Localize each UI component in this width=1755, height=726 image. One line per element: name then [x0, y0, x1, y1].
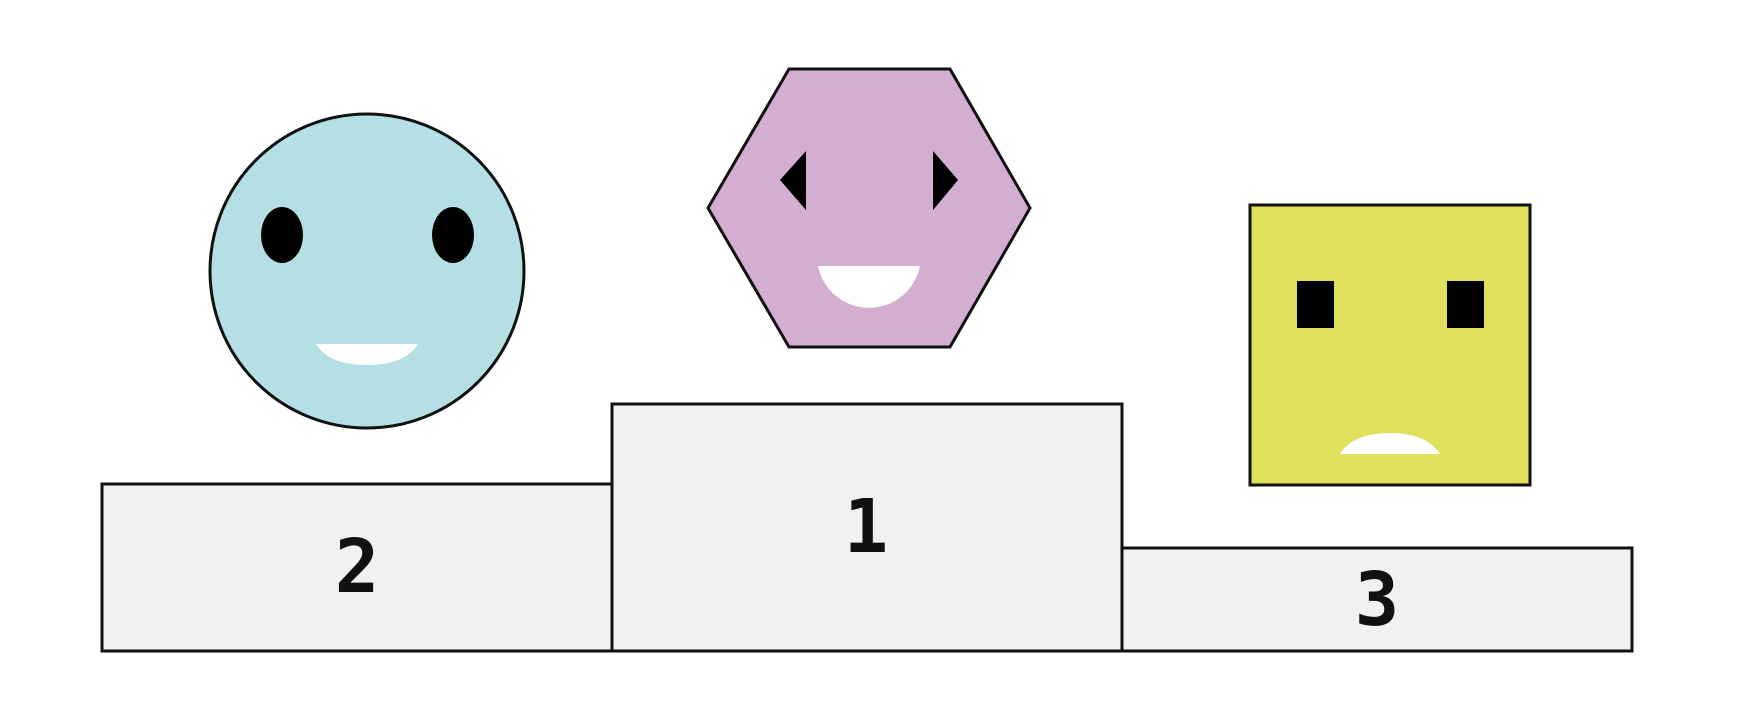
podium-third: 3	[1120, 546, 1634, 653]
podium-first-block	[610, 402, 1124, 653]
square-character	[1248, 203, 1532, 487]
circle-character-right-eye	[432, 207, 474, 263]
podium-third-block	[1120, 546, 1634, 653]
podium-second-block	[100, 482, 614, 653]
podium-second-label: 2	[335, 524, 380, 610]
hexagon-character-mouth	[818, 266, 920, 308]
hexagon-character-left-eye	[780, 151, 806, 210]
circle-character-left-eye	[261, 207, 303, 263]
podium-first: 1	[610, 402, 1124, 653]
podium-third-label: 3	[1355, 557, 1400, 643]
podium-first-label: 1	[844, 484, 889, 570]
square-character-right-eye	[1447, 281, 1484, 328]
podium-second: 2	[100, 482, 614, 653]
hexagon-character	[706, 67, 1032, 349]
square-character-mouth	[1340, 433, 1440, 454]
circle-character-mouth	[316, 344, 418, 365]
square-character-left-eye	[1297, 281, 1334, 328]
hexagon-character-right-eye	[933, 151, 958, 210]
hexagon-character-body	[706, 67, 1032, 349]
circle-character-body	[208, 112, 526, 430]
circle-character	[208, 112, 526, 430]
